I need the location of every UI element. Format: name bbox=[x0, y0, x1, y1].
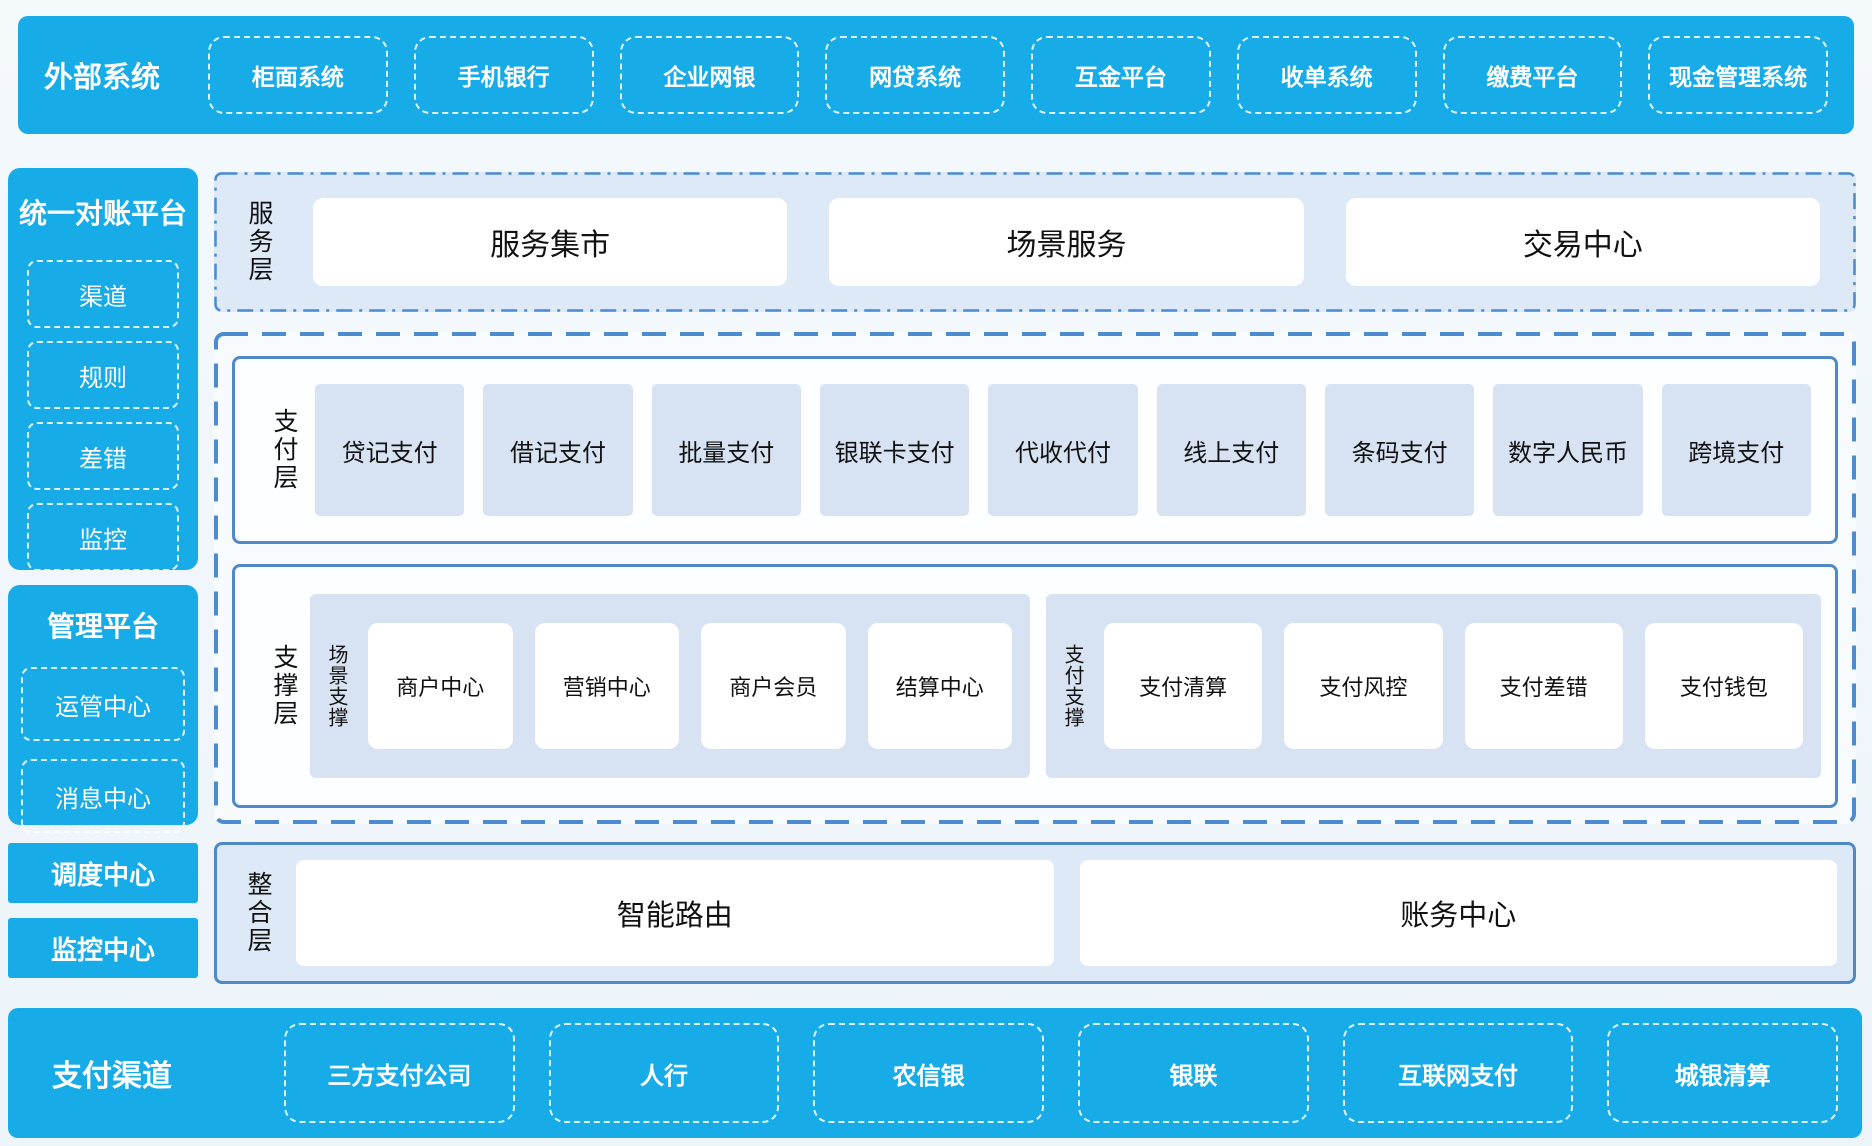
payment-channel-items: 三方支付公司 人行 农信银 银联 互联网支付 城银清算 bbox=[284, 1008, 1839, 1138]
integration-layer-item: 智能路由 bbox=[296, 860, 1054, 966]
scene-support-item: 商户中心 bbox=[368, 623, 513, 749]
payment-support-item: 支付钱包 bbox=[1644, 623, 1803, 749]
support-layer-panel: 支撑层 场景支撑 商户中心 营销中心 商户会员 结算中心 支付支撑 支付清算 支… bbox=[232, 564, 1838, 808]
scene-support-item: 商户会员 bbox=[701, 623, 846, 749]
service-layer-item: 交易中心 bbox=[1345, 198, 1820, 286]
payment-layer-item: 数字人民币 bbox=[1493, 384, 1643, 516]
service-layer-item: 场景服务 bbox=[829, 198, 1304, 286]
reconciliation-item: 差错 bbox=[27, 422, 179, 490]
external-systems-bar: 外部系统 柜面系统 手机银行 企业网银 网贷系统 互金平台 收单系统 缴费平台 … bbox=[18, 16, 1854, 134]
external-system-item: 网贷系统 bbox=[825, 36, 1005, 114]
payment-support-group: 支付支撑 支付清算 支付风控 支付差错 支付钱包 bbox=[1046, 594, 1821, 778]
reconciliation-items: 渠道 规则 差错 监控 bbox=[8, 260, 198, 571]
payment-layer-item: 线上支付 bbox=[1156, 384, 1306, 516]
payment-channel-item: 互联网支付 bbox=[1342, 1023, 1574, 1123]
support-layer-groups: 场景支撑 商户中心 营销中心 商户会员 结算中心 支付支撑 支付清算 支付风控 … bbox=[310, 594, 1821, 778]
payment-support-item: 支付差错 bbox=[1464, 623, 1623, 749]
scene-support-item: 营销中心 bbox=[534, 623, 680, 749]
service-layer-label: 服务层 bbox=[245, 200, 273, 284]
external-system-item: 缴费平台 bbox=[1442, 36, 1623, 114]
payment-layer-item: 批量支付 bbox=[651, 384, 801, 516]
payment-layer-item: 借记支付 bbox=[483, 384, 633, 516]
payment-layer-item: 银联卡支付 bbox=[819, 384, 970, 516]
scene-support-item: 结算中心 bbox=[867, 623, 1013, 749]
integration-layer-panel: 整合层 智能路由 账务中心 bbox=[214, 842, 1856, 984]
payment-support-label: 支付支撑 bbox=[1061, 644, 1084, 728]
reconciliation-platform-title: 统一对账平台 bbox=[18, 198, 187, 229]
external-systems-items: 柜面系统 手机银行 企业网银 网贷系统 互金平台 收单系统 缴费平台 现金管理系… bbox=[208, 16, 1828, 134]
external-system-item: 企业网银 bbox=[619, 36, 800, 114]
scene-support-label: 场景支撑 bbox=[325, 644, 347, 728]
external-system-item: 手机银行 bbox=[413, 36, 594, 114]
integration-layer-label: 整合层 bbox=[244, 871, 272, 955]
payment-channel-item: 银联 bbox=[1078, 1023, 1309, 1123]
dispatch-center-box: 调度中心 bbox=[8, 843, 198, 903]
management-item: 运管中心 bbox=[21, 667, 185, 741]
payment-layer-label: 支付层 bbox=[270, 408, 298, 492]
external-system-item: 柜面系统 bbox=[208, 36, 388, 114]
external-system-item: 收单系统 bbox=[1236, 36, 1417, 114]
payment-channel-item: 城银清算 bbox=[1607, 1023, 1839, 1123]
reconciliation-item: 渠道 bbox=[27, 260, 179, 328]
payment-layer-panel: 支付层 贷记支付 借记支付 批量支付 银联卡支付 代收代付 线上支付 条码支付 … bbox=[232, 356, 1838, 544]
reconciliation-platform-panel: 统一对账平台 渠道 规则 差错 监控 bbox=[8, 168, 198, 571]
payment-support-item: 支付风控 bbox=[1284, 623, 1443, 749]
service-layer-panel: 服务层 服务集市 场景服务 交易中心 bbox=[214, 172, 1856, 312]
payment-channel-item: 农信银 bbox=[813, 1023, 1045, 1123]
reconciliation-item: 规则 bbox=[27, 341, 179, 409]
payment-layer-item: 条码支付 bbox=[1324, 384, 1475, 516]
payment-layer-item: 代收代付 bbox=[988, 384, 1138, 516]
payment-support-item: 支付清算 bbox=[1104, 623, 1263, 749]
management-platform-title: 管理平台 bbox=[46, 611, 159, 642]
payment-layer-item: 跨境支付 bbox=[1661, 384, 1811, 516]
management-platform-panel: 管理平台 运管中心 消息中心 bbox=[8, 585, 198, 833]
external-systems-title: 外部系统 bbox=[44, 62, 161, 94]
integration-layer-item: 账务中心 bbox=[1079, 860, 1837, 966]
management-item: 消息中心 bbox=[21, 759, 185, 833]
service-layer-item: 服务集市 bbox=[313, 198, 788, 286]
payment-channels-title: 支付渠道 bbox=[52, 1060, 172, 1093]
payment-channel-item: 人行 bbox=[548, 1023, 780, 1123]
management-items: 运管中心 消息中心 bbox=[8, 667, 198, 833]
core-layers-container: 支付层 贷记支付 借记支付 批量支付 银联卡支付 代收代付 线上支付 条码支付 … bbox=[214, 332, 1856, 824]
external-system-item: 互金平台 bbox=[1031, 36, 1211, 114]
payment-layer-item: 贷记支付 bbox=[315, 384, 465, 516]
payment-channel-item: 三方支付公司 bbox=[284, 1023, 515, 1123]
monitor-center-box: 监控中心 bbox=[8, 918, 198, 978]
scene-support-group: 场景支撑 商户中心 营销中心 商户会员 结算中心 bbox=[310, 594, 1031, 778]
external-system-item: 现金管理系统 bbox=[1648, 36, 1828, 114]
support-layer-label: 支撑层 bbox=[270, 644, 298, 728]
payment-channels-bar: 支付渠道 三方支付公司 人行 农信银 银联 互联网支付 城银清算 bbox=[8, 1008, 1862, 1138]
reconciliation-item: 监控 bbox=[27, 503, 179, 571]
